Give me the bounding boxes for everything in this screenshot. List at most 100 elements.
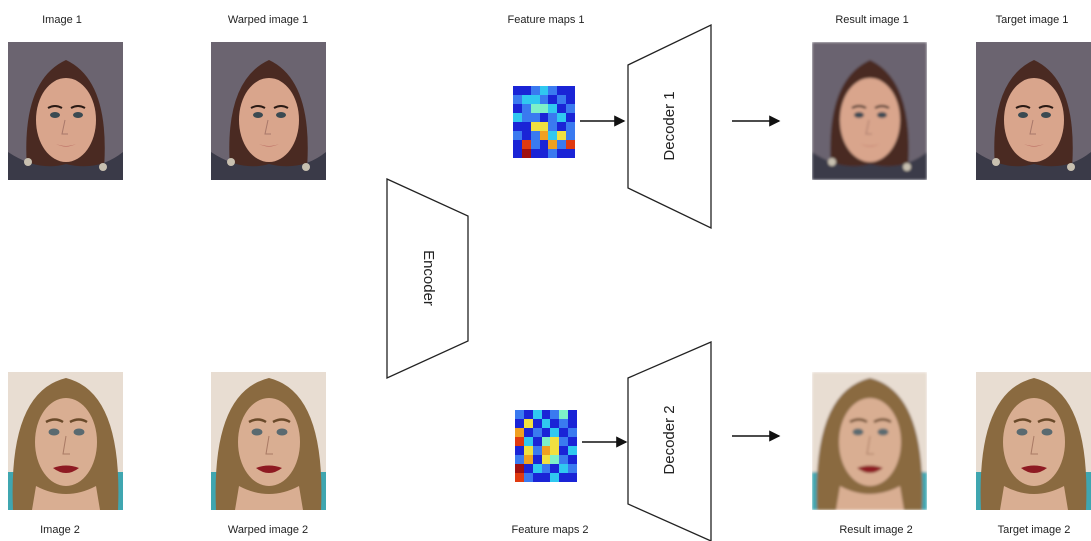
heatmap-cell bbox=[532, 410, 542, 419]
heatmap-cell bbox=[566, 113, 575, 122]
heatmap-cell bbox=[557, 95, 567, 104]
heatmap-cell bbox=[566, 104, 575, 113]
feature-map-2-heatmap bbox=[515, 410, 577, 482]
heatmap-cell bbox=[559, 419, 569, 428]
heatmap-cell bbox=[530, 140, 540, 149]
heatmap-cell bbox=[521, 140, 531, 149]
heatmap-cell bbox=[532, 446, 542, 455]
heatmap-cell bbox=[541, 464, 551, 473]
heatmap-cell bbox=[541, 428, 551, 437]
heatmap-cell bbox=[515, 419, 524, 428]
heatmap-cell bbox=[523, 455, 533, 464]
heatmap-cell bbox=[541, 437, 551, 446]
heatmap-cell bbox=[515, 410, 524, 419]
heatmap-cell bbox=[532, 428, 542, 437]
heatmap-cell bbox=[559, 446, 569, 455]
heatmap-cell bbox=[568, 437, 577, 446]
heatmap-cell bbox=[550, 410, 560, 419]
heatmap-cell bbox=[532, 473, 542, 482]
heatmap-cell bbox=[566, 86, 575, 95]
heatmap-cell bbox=[523, 419, 533, 428]
heatmap-cell bbox=[521, 149, 531, 158]
heatmap-cell bbox=[566, 95, 575, 104]
heatmap-cell bbox=[532, 455, 542, 464]
label-image-1: Image 1 bbox=[42, 14, 82, 26]
heatmap-cell bbox=[548, 149, 558, 158]
heatmap-cell bbox=[532, 464, 542, 473]
warped-image-1-photo bbox=[211, 42, 326, 180]
heatmap-cell bbox=[550, 419, 560, 428]
heatmap-cell bbox=[523, 428, 533, 437]
heatmap-cell bbox=[515, 455, 524, 464]
heatmap-cell bbox=[559, 473, 569, 482]
heatmap-cell bbox=[568, 410, 577, 419]
heatmap-cell bbox=[515, 464, 524, 473]
heatmap-cell bbox=[513, 113, 522, 122]
heatmap-cell bbox=[568, 419, 577, 428]
heatmap-cell bbox=[530, 122, 540, 131]
label-result-image-1: Result image 1 bbox=[835, 14, 909, 26]
label-feature-maps-1: Feature maps 1 bbox=[507, 14, 585, 26]
heatmap-cell bbox=[550, 455, 560, 464]
heatmap-cell bbox=[513, 86, 522, 95]
heatmap-cell bbox=[515, 473, 524, 482]
heatmap-cell bbox=[548, 95, 558, 104]
heatmap-cell bbox=[539, 113, 549, 122]
label-feature-maps-2: Feature maps 2 bbox=[511, 524, 589, 536]
warped-image-2-photo bbox=[211, 372, 326, 510]
heatmap-cell bbox=[566, 149, 575, 158]
label-warped-image-2: Warped image 2 bbox=[227, 524, 309, 536]
heatmap-cell bbox=[557, 113, 567, 122]
heatmap-cell bbox=[532, 437, 542, 446]
heatmap-cell bbox=[539, 86, 549, 95]
heatmap-cell bbox=[521, 131, 531, 140]
heatmap-cell bbox=[550, 464, 560, 473]
result-image-1-photo bbox=[812, 42, 927, 180]
heatmap-cell bbox=[557, 86, 567, 95]
heatmap-cell bbox=[541, 455, 551, 464]
heatmap-cell bbox=[523, 473, 533, 482]
heatmap-cell bbox=[550, 446, 560, 455]
heatmap-cell bbox=[523, 446, 533, 455]
heatmap-cell bbox=[530, 104, 540, 113]
heatmap-cell bbox=[523, 437, 533, 446]
heatmap-cell bbox=[513, 95, 522, 104]
heatmap-cell bbox=[548, 113, 558, 122]
heatmap-cell bbox=[568, 446, 577, 455]
heatmap-cell bbox=[548, 122, 558, 131]
decoder-2-block bbox=[627, 341, 712, 541]
heatmap-cell bbox=[559, 410, 569, 419]
heatmap-cell bbox=[550, 473, 560, 482]
heatmap-cell bbox=[513, 149, 522, 158]
heatmap-cell bbox=[523, 410, 533, 419]
heatmap-cell bbox=[568, 455, 577, 464]
heatmap-cell bbox=[521, 122, 531, 131]
image-2-photo bbox=[8, 372, 123, 510]
heatmap-cell bbox=[557, 104, 567, 113]
heatmap-cell bbox=[530, 113, 540, 122]
heatmap-cell bbox=[532, 419, 542, 428]
heatmap-cell bbox=[541, 410, 551, 419]
image-1-photo bbox=[8, 42, 123, 180]
heatmap-cell bbox=[513, 122, 522, 131]
heatmap-cell bbox=[566, 131, 575, 140]
label-result-image-2: Result image 2 bbox=[839, 524, 913, 536]
heatmap-cell bbox=[568, 428, 577, 437]
heatmap-cell bbox=[513, 131, 522, 140]
heatmap-cell bbox=[557, 131, 567, 140]
heatmap-cell bbox=[566, 122, 575, 131]
heatmap-cell bbox=[548, 104, 558, 113]
heatmap-cell bbox=[521, 113, 531, 122]
label-target-image-2: Target image 2 bbox=[997, 524, 1071, 536]
heatmap-cell bbox=[539, 95, 549, 104]
heatmap-cell bbox=[530, 86, 540, 95]
result-image-2-photo bbox=[812, 372, 927, 510]
heatmap-cell bbox=[515, 428, 524, 437]
label-warped-image-1: Warped image 1 bbox=[227, 14, 309, 26]
heatmap-cell bbox=[539, 131, 549, 140]
decoder-1-block bbox=[627, 23, 712, 230]
heatmap-cell bbox=[539, 122, 549, 131]
heatmap-cell bbox=[566, 140, 575, 149]
heatmap-cell bbox=[513, 140, 522, 149]
